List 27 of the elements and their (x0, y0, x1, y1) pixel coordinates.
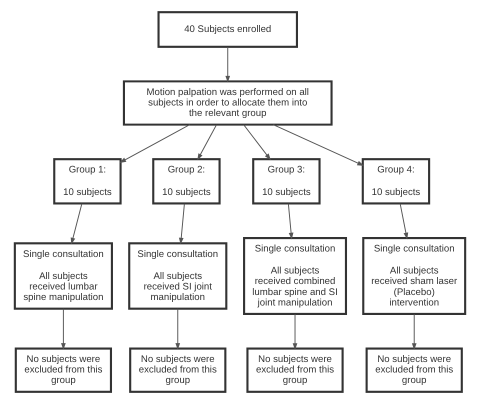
arrow (399, 203, 408, 240)
node-box: Group 1: 10 subjects (52, 158, 122, 204)
arrow (60, 308, 66, 350)
arrow (70, 203, 82, 244)
arrow (118, 124, 190, 163)
arrow (224, 46, 230, 83)
arrow (174, 308, 180, 350)
node-box: Motion palpation was performed on all subjects in order to allocate them into the relevant group (122, 80, 332, 126)
node-box: Group 3: 10 subjects (252, 158, 320, 204)
arrow (178, 203, 184, 245)
arrow (411, 314, 416, 350)
node-box: No subjects were excluded from this group (246, 348, 344, 393)
node-box: No subjects were excluded from this group (14, 348, 112, 393)
node-box: Group 2: 10 subjects (152, 158, 220, 204)
arrow (287, 203, 293, 240)
node-box: Group 4: 10 subjects (361, 158, 430, 204)
node-box: 40 Subjects enrolled (156, 11, 298, 48)
node-box: Single consultation All subjects received combined lumbar spine and SI joint manipulation (242, 236, 347, 316)
node-box: No subjects were excluded from this group (128, 348, 226, 393)
node-box: Single consultation All subjects received lumbar spine manipulation (13, 242, 112, 310)
arrow (242, 124, 270, 160)
node-box: Single consultation All subjects received SI joint manipulation (128, 242, 227, 310)
node-box: No subjects were excluded from this group (365, 348, 462, 393)
arrow (292, 314, 297, 350)
arrow (196, 124, 216, 160)
arrow (272, 124, 364, 166)
node-box: Single consultation All subjects received sham laser (Placebo) intervention (362, 236, 466, 316)
